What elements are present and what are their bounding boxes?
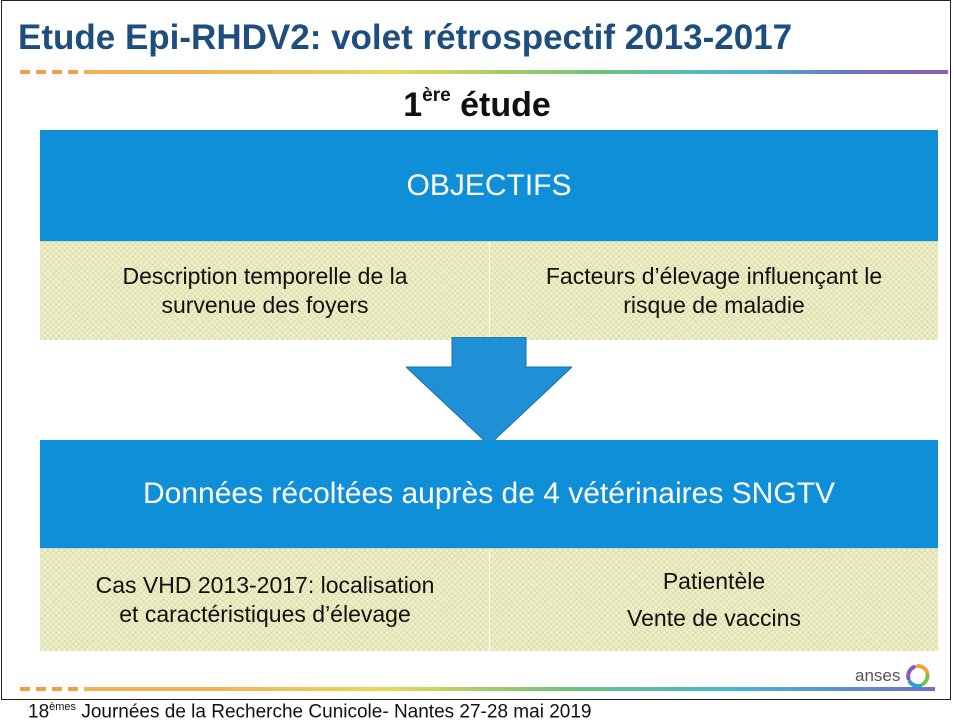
title-underline [20, 70, 948, 74]
objective-factors-line: risque de maladie [623, 292, 805, 318]
footer-caption: Journées de la Recherche Cunicole- Nante… [76, 701, 592, 723]
objectives-panel: Description temporelle de la survenue de… [40, 241, 938, 340]
slide-frame [1, 0, 951, 700]
subtitle-number: 1 [403, 86, 423, 124]
footer-superscript: èmes [49, 701, 77, 713]
data-patientele: Patientèle [662, 568, 766, 594]
data-header: Données récoltées auprès de 4 vétérinair… [40, 440, 938, 548]
objective-temporal: Description temporelle de la survenue de… [40, 242, 490, 340]
data-sources: Patientèle Vente de vaccins [490, 549, 938, 651]
down-arrow-icon [406, 337, 572, 446]
panel-divider [489, 242, 490, 340]
objective-factors-line: Facteurs d’élevage influençant le [545, 263, 883, 289]
data-vaccine-sales: Vente de vaccins [627, 605, 801, 631]
slide-title: Etude Epi-RHDV2: volet rétrospectif 2013… [18, 18, 793, 57]
objective-temporal-line: survenue des foyers [161, 292, 369, 318]
subtitle-text: étude [450, 86, 551, 124]
data-panel: Cas VHD 2013-2017: localisation et carac… [40, 548, 938, 651]
anses-logo: anses [855, 664, 930, 688]
footer-rule [20, 687, 935, 691]
footer-number: 18 [28, 701, 50, 723]
data-cases: Cas VHD 2013-2017: localisation et carac… [40, 549, 490, 651]
anses-logo-icon [906, 664, 930, 688]
objective-factors: Facteurs d’élevage influençant le risque… [490, 242, 938, 340]
footer-text: 18èmes Journées de la Recherche Cunicole… [28, 701, 591, 723]
data-cases-line: Cas VHD 2013-2017: localisation [95, 572, 435, 598]
panel-divider [489, 549, 490, 651]
objectives-header: OBJECTIFS [40, 130, 938, 241]
subtitle: 1ère étude [0, 84, 954, 125]
data-cases-line: et caractéristiques d’élevage [119, 601, 411, 627]
subtitle-superscript: ère [422, 84, 451, 106]
objective-temporal-line: Description temporelle de la [122, 263, 408, 289]
logo-text: anses [855, 666, 901, 685]
